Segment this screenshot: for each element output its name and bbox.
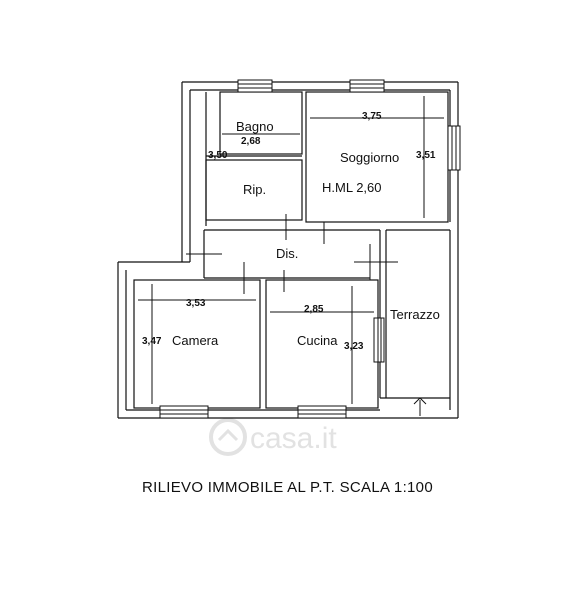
dim-soggiorno-width: 3,75 (362, 111, 382, 122)
dimension-labels: 2,68 3,50 3,75 3,51 3,53 3,47 2,85 3,23 (142, 111, 436, 352)
dim-camera-width: 3,53 (186, 298, 206, 309)
dim-bagno-depth: 3,50 (208, 150, 228, 161)
window-camera-icon (159, 405, 209, 419)
dim-cucina-depth: 3,23 (344, 341, 364, 352)
windows (159, 79, 461, 419)
dimension-lines (138, 96, 444, 404)
window-cucina-icon (297, 405, 347, 419)
window-bagno-icon (237, 79, 273, 93)
room-terrazzo: Terrazzo (390, 307, 440, 322)
window-cucina-side-icon (373, 317, 385, 363)
room-camera: Camera (172, 333, 219, 348)
watermark-text: casa.it (250, 422, 337, 455)
dim-bagno-width: 2,68 (241, 136, 261, 147)
room-labels: Bagno Soggiorno Rip. H.ML 2,60 Dis. Terr… (172, 119, 440, 348)
height-note: H.ML 2,60 (322, 180, 382, 195)
dim-cucina-width: 2,85 (304, 304, 324, 315)
room-cucina: Cucina (297, 333, 338, 348)
plan-caption: RILIEVO IMMOBILE AL P.T. SCALA 1:100 (142, 479, 433, 496)
room-dis: Dis. (276, 246, 298, 261)
dim-soggiorno-depth: 3,51 (416, 150, 436, 161)
room-soggiorno: Soggiorno (340, 150, 399, 165)
room-rip: Rip. (243, 182, 266, 197)
window-soggiorno-side-icon (447, 125, 461, 171)
window-soggiorno-top-icon (349, 79, 385, 93)
dim-camera-depth: 3,47 (142, 336, 162, 347)
room-bagno: Bagno (236, 119, 274, 134)
watermark: casa.it (209, 418, 337, 456)
opening-marks (186, 214, 427, 416)
casa-logo-icon (209, 418, 247, 456)
